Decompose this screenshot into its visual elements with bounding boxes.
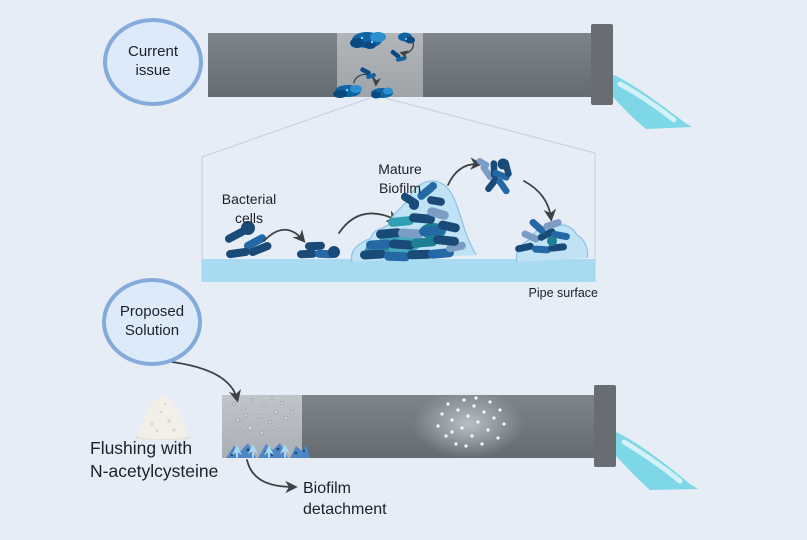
biofilm-detachment-label: Biofilm detachment — [303, 480, 387, 518]
mature-biofilm-mound — [350, 180, 477, 263]
dispersed-particles — [436, 396, 506, 448]
pipe-surface-band — [202, 259, 595, 282]
top-pipe — [208, 24, 692, 129]
detachment-label-arrow-icon — [246, 459, 298, 494]
window-biofilm-bottom-cluster — [333, 85, 393, 99]
pipe-surface-label: Pipe surface — [528, 286, 598, 300]
bacteria-coccus-icon — [241, 221, 255, 235]
reattached-biofilm-cluster — [515, 218, 589, 263]
zoom-panel — [201, 97, 596, 282]
top-pipe-flange — [591, 24, 613, 105]
proposed-solution-bubble: Proposed Solution — [102, 278, 202, 366]
window-detach-arrow-bottom-icon — [353, 73, 381, 87]
growth-arrow-2-icon — [338, 210, 400, 234]
solution-to-pipe-arrow-icon — [171, 361, 242, 403]
bacterial-cells-label: Bacterial cells — [221, 191, 277, 226]
bacterial-cells-cluster — [224, 221, 272, 259]
window-detach-arrow-top-icon — [399, 41, 414, 60]
attached-cells-cluster — [297, 241, 340, 259]
dispersal-arrow-icon — [447, 157, 483, 186]
bottom-pipe-flange — [594, 385, 616, 467]
powder-pile-icon — [135, 396, 191, 440]
growth-arrow-1-icon — [263, 228, 306, 243]
dissolved-zone — [413, 390, 523, 458]
dispersing-cells-cluster — [476, 158, 512, 195]
mature-biofilm-label: Mature Biofilm — [378, 161, 422, 196]
powder-particles — [232, 395, 299, 435]
zoom-line-right — [384, 97, 596, 154]
flushing-label: Flushing with N-acetylcysteine — [90, 438, 219, 481]
current-issue-bubble: Current issue — [103, 18, 203, 106]
window-biofilm-top-cluster — [350, 32, 415, 49]
zoom-line-left — [201, 97, 371, 158]
detaching-biofilm-mounds — [226, 443, 310, 458]
reattachment-arrow-icon — [523, 180, 557, 222]
bottom-pipe — [222, 385, 698, 490]
